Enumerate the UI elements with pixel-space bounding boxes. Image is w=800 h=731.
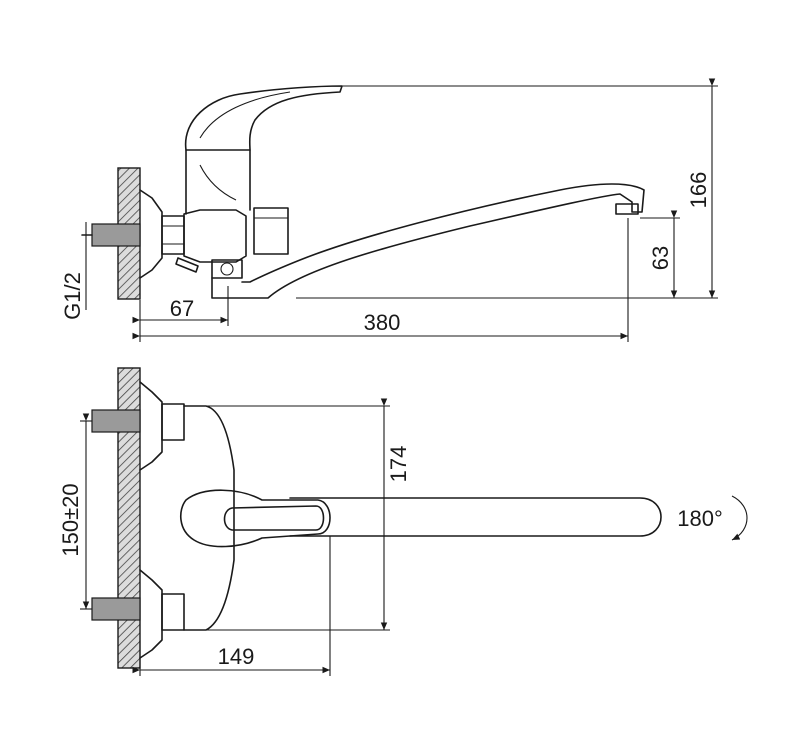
dim-center-distance: 150±20 bbox=[58, 483, 83, 556]
wall-flange bbox=[139, 189, 163, 279]
mixer-body-front bbox=[183, 405, 235, 631]
side-view: 166 63 67 380 G1/2 bbox=[60, 78, 718, 342]
aerator bbox=[615, 203, 639, 215]
spout-side bbox=[211, 183, 645, 299]
spout-front bbox=[289, 497, 662, 537]
dim-height-total: 166 bbox=[686, 172, 711, 209]
rotation-arrow bbox=[731, 495, 748, 541]
nut bbox=[161, 215, 185, 255]
lever-front bbox=[179, 489, 331, 548]
dim-offset-wall: 67 bbox=[170, 296, 194, 321]
eccentric-lower bbox=[91, 597, 141, 621]
dim-body-depth: 149 bbox=[218, 644, 255, 669]
eccentric-upper bbox=[91, 409, 141, 433]
dim-spout-height: 63 bbox=[648, 246, 673, 270]
wall-front bbox=[117, 367, 141, 669]
mixer-body bbox=[183, 209, 247, 263]
cartridge-column bbox=[185, 149, 251, 215]
dim-rotation: 180° bbox=[677, 506, 723, 531]
dim-body-height: 174 bbox=[386, 446, 411, 483]
dim-spout-reach: 380 bbox=[364, 310, 401, 335]
lever-handle bbox=[184, 85, 343, 151]
diverter-box bbox=[253, 207, 289, 255]
dim-thread: G1/2 bbox=[60, 272, 85, 320]
front-view: 174 150±20 149 180° bbox=[58, 367, 748, 676]
threaded-connector bbox=[91, 223, 141, 247]
